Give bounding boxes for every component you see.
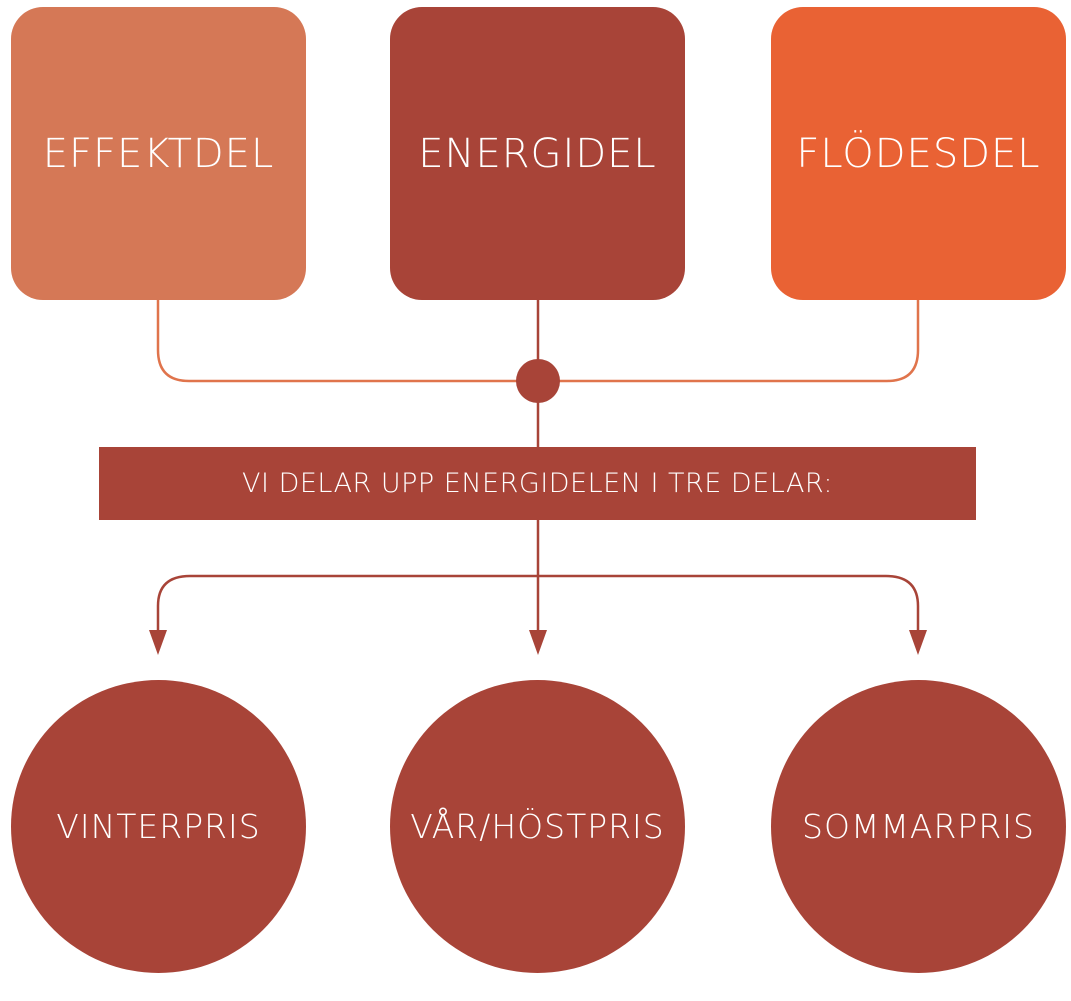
- junction-dot: [516, 359, 560, 403]
- flodesdel-label: FLÖDESDEL: [796, 130, 1041, 177]
- banner: VI DELAR UPP ENERGIDELEN I TRE DELAR:: [99, 447, 976, 520]
- circle-vinterpris: VINTERPRIS: [11, 680, 306, 973]
- arrowhead-vinterpris: [149, 630, 167, 655]
- banner-label: VI DELAR UPP ENERGIDELEN I TRE DELAR:: [242, 468, 833, 499]
- vinterpris-label: VINTERPRIS: [56, 807, 261, 846]
- connector-branch-right: [538, 574, 920, 638]
- circle-sommarpris: SOMMARPRIS: [771, 680, 1066, 973]
- box-energidel: ENERGIDEL: [390, 7, 685, 300]
- connector-effektdel: [156, 300, 538, 383]
- box-flodesdel: FLÖDESDEL: [771, 7, 1066, 300]
- sommarpris-label: SOMMARPRIS: [802, 807, 1035, 846]
- connector-flodesdel: [538, 300, 920, 383]
- circle-var-hostpris: VÅR/HÖSTPRIS: [390, 680, 685, 973]
- connector-branch-left: [156, 574, 538, 638]
- var-hostpris-label: VÅR/HÖSTPRIS: [410, 807, 665, 846]
- effektdel-label: EFFEKTDEL: [42, 130, 275, 177]
- arrowhead-var-hostpris: [529, 630, 547, 655]
- energidel-label: ENERGIDEL: [418, 130, 657, 177]
- box-effektdel: EFFEKTDEL: [11, 7, 306, 300]
- arrowhead-sommarpris: [909, 630, 927, 655]
